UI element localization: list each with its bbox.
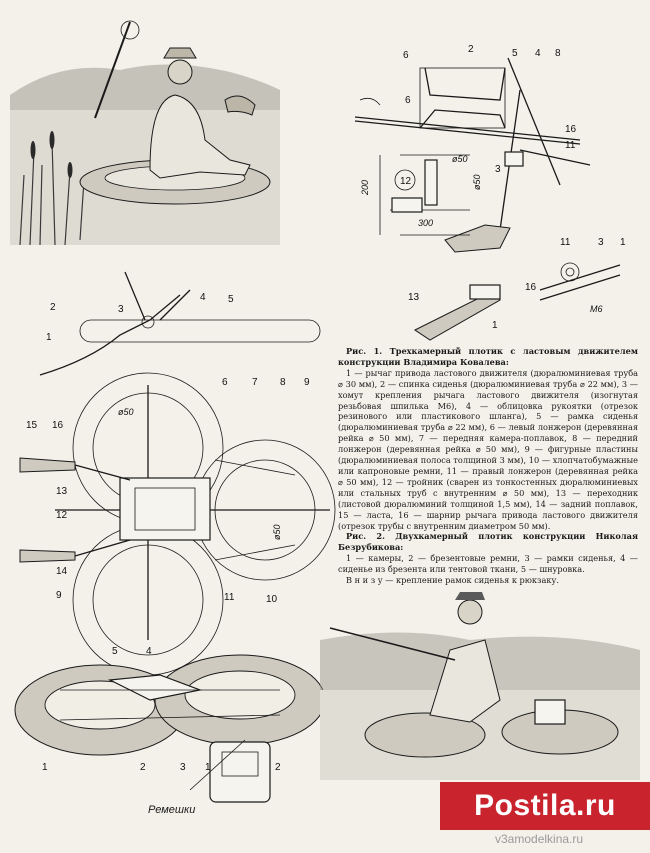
fisherman-scene-bottom xyxy=(320,592,640,780)
label-top-1a: 1 xyxy=(492,320,498,331)
label-plan-13: 13 xyxy=(56,486,68,497)
label-plan-4: 4 xyxy=(200,292,206,303)
label-f2-1b: 1 xyxy=(205,762,211,773)
label-f2-2a: 2 xyxy=(140,762,146,773)
label-plan-9: 9 xyxy=(304,377,310,388)
label-top-1b: 1 xyxy=(620,237,626,248)
strap-label: Ремешки xyxy=(148,804,196,816)
label-top-3: 3 xyxy=(495,164,501,175)
label-plan-1: 1 xyxy=(46,332,52,343)
raft-plan-view xyxy=(19,271,336,676)
dim-d50-a: ø50 xyxy=(452,154,468,164)
label-top-3b: 3 xyxy=(598,237,604,248)
dim-m6: М6 xyxy=(590,304,603,314)
label-plan-7: 7 xyxy=(252,377,258,388)
label-plan-11: 11 xyxy=(224,592,235,603)
label-top-11: 11 xyxy=(565,140,576,151)
figure-caption: Рис. 1. Трехкамерный плотик с ластовым д… xyxy=(338,346,638,586)
label-top-5: 5 xyxy=(512,48,518,59)
label-f2-4: 4 xyxy=(146,646,152,657)
dim-300: 300 xyxy=(418,218,433,228)
fig2-labels: 5 4 1 2 3 1 2 xyxy=(42,646,281,773)
label-top-4: 4 xyxy=(535,48,541,59)
fig2-caption-body: 1 — камеры, 2 — брезентовые ремни, 3 — р… xyxy=(338,553,638,575)
label-top-2: 2 xyxy=(468,44,474,55)
fin-and-clamp-detail xyxy=(414,262,621,341)
label-f2-5: 5 xyxy=(112,646,118,657)
label-plan-3: 3 xyxy=(118,304,124,315)
label-top-13: 13 xyxy=(408,292,420,303)
dim-d50-b: ø50 xyxy=(472,174,482,190)
top-detail-labels: 6 2 5 4 8 6 16 11 3 12 200 ø50 ø50 300 1… xyxy=(360,44,626,331)
label-plan-15: 15 xyxy=(26,420,38,431)
label-f2-2b: 2 xyxy=(275,762,281,773)
label-f2-3: 3 xyxy=(180,762,186,773)
two-chamber-raft xyxy=(14,654,326,803)
label-plan-10: 10 xyxy=(266,594,278,605)
dim-plan-d50-b: ø50 xyxy=(272,524,282,540)
label-plan-14: 14 xyxy=(56,566,68,577)
label-f2-1a: 1 xyxy=(42,762,48,773)
label-top-6a: 6 xyxy=(403,50,409,61)
label-top-6b: 6 xyxy=(405,95,411,106)
label-top-12: 12 xyxy=(400,176,412,187)
label-top-8: 8 xyxy=(555,48,561,59)
label-plan-2: 2 xyxy=(50,302,56,313)
watermark-badge[interactable]: Postila.ru xyxy=(440,782,650,830)
fig1-caption-body: 1 — рычаг привода ластового движителя (д… xyxy=(338,367,638,531)
label-plan-5: 5 xyxy=(228,294,234,305)
dim-200: 200 xyxy=(360,180,370,196)
fig1-caption-heading: Рис. 1. Трехкамерный плотик с ластовым д… xyxy=(338,346,638,367)
plan-view-labels: 2 3 4 5 1 6 7 8 9 15 16 ø50 13 12 14 9 1… xyxy=(26,292,310,605)
seat-frame-detail xyxy=(354,57,591,253)
label-plan-8: 8 xyxy=(280,377,286,388)
label-plan-16: 16 xyxy=(52,420,64,431)
label-top-16: 16 xyxy=(565,124,577,135)
watermark-source: v3amodelkina.ru xyxy=(495,832,584,846)
label-plan-9b: 9 xyxy=(56,590,62,601)
dim-plan-d50-a: ø50 xyxy=(118,407,134,417)
fig2-caption-heading: Рис. 2. Двухкамерный плотик конструкции … xyxy=(338,531,638,553)
label-plan-12: 12 xyxy=(56,510,68,521)
fig2-caption-note: В н и з у — крепление рамок сиденья к рю… xyxy=(346,575,559,586)
fisherman-scene-top xyxy=(10,20,280,246)
label-top-11b: 11 xyxy=(560,237,571,248)
label-plan-6: 6 xyxy=(222,377,228,388)
label-top-16b: 16 xyxy=(525,282,537,293)
